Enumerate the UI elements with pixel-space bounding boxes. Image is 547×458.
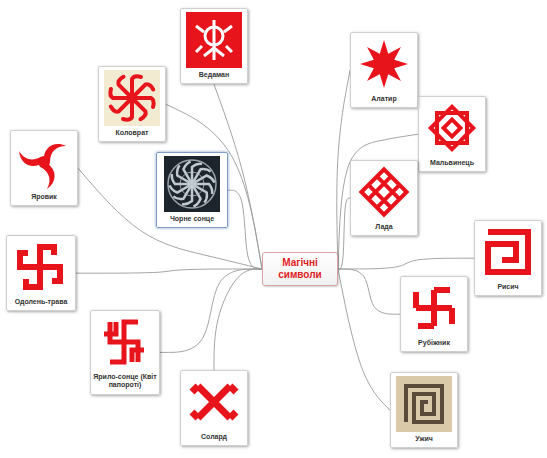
branch-line <box>214 269 262 370</box>
uzhych-icon <box>396 376 452 432</box>
symbol-card: Ужич <box>390 372 458 448</box>
branch-line <box>166 104 262 269</box>
symbol-card: Мальвинець <box>418 96 486 172</box>
yarovyk-icon <box>17 143 66 190</box>
icon-slot <box>391 373 457 435</box>
symbol-caption: Солард <box>181 433 247 445</box>
branch-line <box>338 258 474 269</box>
topic-title: Магічні символи <box>267 257 333 281</box>
symbol-card: Коловрат <box>98 66 166 142</box>
icon-slot <box>181 9 247 71</box>
icon-slot <box>7 236 75 298</box>
symbol-card: Ярило-сонце (Квіт папороті) <box>90 310 160 395</box>
symbol-caption: Ярило-сонце (Квіт папороті) <box>91 373 159 394</box>
malvynets-icon <box>431 107 473 149</box>
symbol-caption: Яровик <box>11 193 77 205</box>
icon-slot <box>11 131 77 193</box>
vedaman-icon <box>186 12 242 68</box>
icon-slot <box>351 33 417 95</box>
symbol-card: Лада <box>350 160 418 236</box>
icon-slot <box>475 221 541 283</box>
odolen-trava-icon <box>20 247 60 287</box>
yarylo-sontse-icon <box>104 322 144 362</box>
branch-line <box>338 134 418 269</box>
symbol-card: Ведаман <box>180 8 248 84</box>
symbol-card: Чорне сонце <box>156 152 228 228</box>
black-sun-icon <box>164 156 220 212</box>
icon-slot <box>99 67 165 129</box>
rysych-icon <box>488 232 528 272</box>
kolovrat-icon <box>104 70 160 126</box>
branch-line <box>338 269 400 314</box>
icon-slot <box>181 371 247 433</box>
symbol-caption: Рисич <box>475 283 541 295</box>
symbol-card: Солард <box>180 370 248 446</box>
central-topic: Магічні символи <box>262 252 338 286</box>
branch-line <box>160 269 262 352</box>
symbol-card: Яровик <box>10 130 78 206</box>
lada-icon <box>361 169 406 214</box>
rubizhnyk-icon <box>416 290 452 326</box>
symbol-caption: Лада <box>351 223 417 235</box>
icon-slot <box>419 97 485 159</box>
solard-icon <box>192 386 236 418</box>
symbol-caption: Одолень-трава <box>7 298 75 310</box>
symbol-caption: Чорне сонце <box>157 215 227 227</box>
branch-line <box>338 269 390 410</box>
symbol-caption: Алатир <box>351 95 417 107</box>
branch-line <box>228 190 262 269</box>
branch-line <box>214 84 262 269</box>
icon-slot <box>91 311 159 373</box>
symbol-card: Рисич <box>474 220 542 296</box>
symbol-card: Алатир <box>350 32 418 108</box>
symbol-caption: Мальвинець <box>419 159 485 171</box>
branch-line <box>78 168 262 269</box>
symbol-caption: Ведаман <box>181 71 247 83</box>
icon-slot <box>157 153 227 215</box>
symbol-caption: Ужич <box>391 435 457 447</box>
alatyr-icon <box>360 40 408 88</box>
symbol-caption: Рубіжник <box>401 339 467 351</box>
symbol-card: Рубіжник <box>400 276 468 352</box>
symbol-caption: Коловрат <box>99 129 165 141</box>
symbol-card: Одолень-трава <box>6 235 76 311</box>
icon-slot <box>351 161 417 223</box>
branch-line <box>338 198 350 269</box>
icon-slot <box>401 277 467 339</box>
